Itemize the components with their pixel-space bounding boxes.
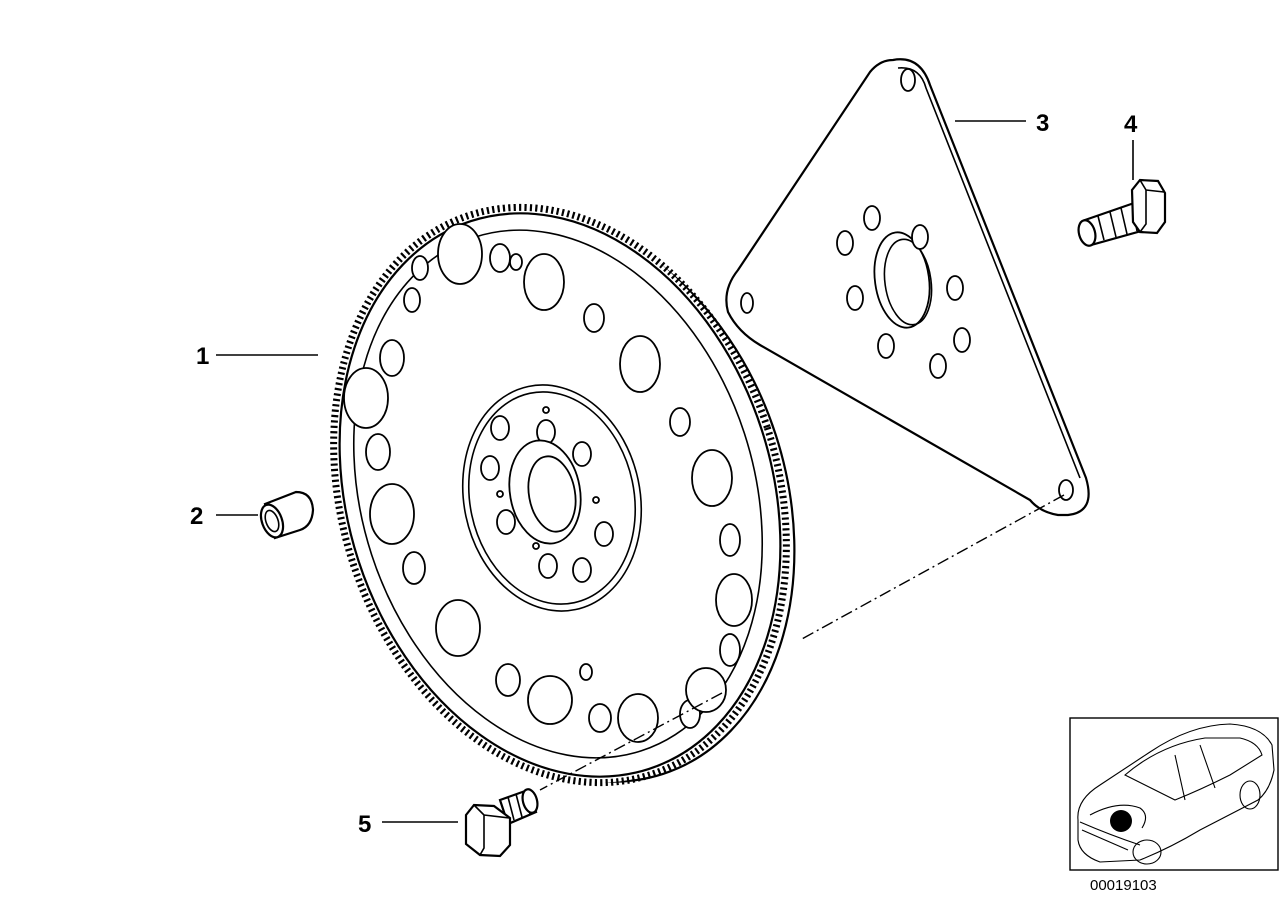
lightening-hole (685, 667, 727, 713)
lightening-hole (437, 223, 483, 285)
lightening-hole (579, 663, 593, 681)
assembly-axis-line (799, 494, 1065, 641)
hub-bolt-hole (594, 521, 614, 547)
lightening-hole (403, 287, 421, 313)
plate-bolt-hole (846, 285, 864, 311)
hub-bolt-hole (542, 406, 550, 414)
flywheel-ring-gear (330, 203, 796, 787)
plate-bolt-hole (929, 353, 947, 379)
diagram-id: 00019103 (1090, 877, 1157, 894)
hub-bolt-hole (496, 509, 516, 535)
callout-4[interactable]: 4 (1124, 111, 1138, 138)
lightening-hole (669, 407, 691, 437)
drive-plate (725, 58, 1090, 517)
lightening-hole (715, 573, 753, 627)
callout-1[interactable]: 1 (196, 343, 209, 370)
plate-bolt-hole (836, 230, 854, 256)
hub-bolt-hole (572, 557, 592, 583)
vehicle-location-thumbnail[interactable] (1069, 717, 1279, 871)
callout-3[interactable]: 3 (1036, 110, 1049, 137)
hub-bolt-hole (490, 415, 510, 441)
lightening-hole (343, 367, 389, 429)
lightening-hole (369, 483, 415, 545)
assembly-axis-line (539, 692, 723, 791)
lightening-hole (527, 675, 573, 725)
lightening-hole (588, 703, 612, 733)
lightening-hole (379, 339, 405, 377)
lightening-hole (691, 449, 733, 507)
plate-bolt-hole (946, 275, 964, 301)
plate-bolt-hole (953, 327, 971, 353)
lightening-hole (509, 253, 523, 271)
flywheel-bolt (464, 788, 539, 858)
lightening-hole (435, 599, 481, 657)
plate-bolt-hole (877, 333, 895, 359)
plate-bolt-hole (911, 224, 929, 250)
hub-bolt-hole (592, 496, 600, 504)
flywheel-lightening-holes (343, 223, 753, 743)
callout-2[interactable]: 2 (190, 503, 203, 530)
bushing (259, 490, 315, 540)
lightening-hole (523, 253, 565, 311)
location-marker-icon (1110, 810, 1132, 832)
drive-plate-bolt-holes (836, 205, 971, 379)
drive-plate-bolt (1077, 178, 1167, 247)
lightening-hole (402, 551, 426, 585)
lightening-hole (411, 255, 429, 281)
lightening-hole (583, 303, 605, 333)
hub-bolt-hole (532, 542, 540, 550)
hub-bolt-hole (538, 553, 558, 579)
lightening-hole (719, 633, 741, 667)
car-outline-icon (1077, 723, 1275, 865)
lightening-hole (719, 523, 741, 557)
lightening-hole (365, 433, 391, 471)
hub-bolt-hole (480, 455, 500, 481)
lightening-hole (619, 335, 661, 393)
lightening-hole (495, 663, 521, 697)
lightening-hole (489, 243, 511, 273)
lightening-hole (617, 693, 659, 743)
hub-bolt-hole (572, 441, 592, 467)
hub-bolt-holes (480, 406, 614, 583)
callout-5[interactable]: 5 (358, 811, 371, 838)
hub-bolt-hole (496, 490, 504, 498)
plate-bolt-hole (863, 205, 881, 231)
